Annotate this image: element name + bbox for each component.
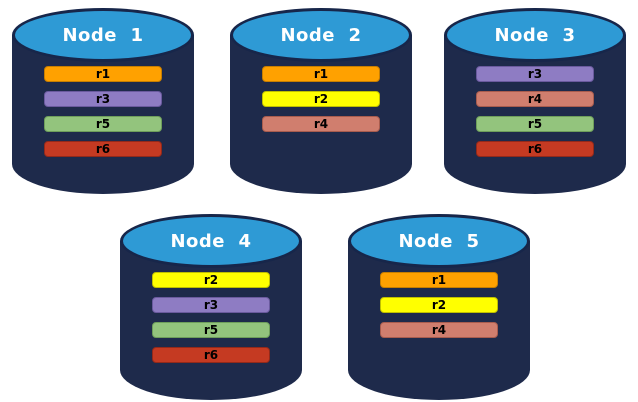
node-title: Node 2 — [280, 24, 362, 46]
replica-bar-r5: r5 — [44, 116, 162, 132]
node-title: Node 5 — [398, 230, 480, 252]
node-title: Node 1 — [62, 24, 144, 46]
db-node-5: Node 5 r1 r2 r4 — [348, 214, 530, 400]
replica-list: r1 r2 r4 — [230, 66, 412, 132]
replica-bar-r2: r2 — [380, 297, 498, 313]
cylinder-top-ellipse: Node 5 — [348, 214, 530, 268]
cylinder-top-ellipse: Node 1 — [12, 8, 194, 62]
db-node-1: Node 1 r1 r3 r5 r6 — [12, 8, 194, 194]
replica-bar-r2: r2 — [262, 91, 380, 107]
node-title: Node 3 — [494, 24, 576, 46]
cylinder-top-ellipse: Node 4 — [120, 214, 302, 268]
replica-bar-r3: r3 — [476, 66, 594, 82]
replica-bar-r4: r4 — [262, 116, 380, 132]
replica-bar-r4: r4 — [380, 322, 498, 338]
replica-bar-r3: r3 — [152, 297, 270, 313]
replica-bar-r5: r5 — [476, 116, 594, 132]
replica-list: r1 r2 r4 — [348, 272, 530, 338]
cylinder-top-ellipse: Node 2 — [230, 8, 412, 62]
replica-bar-r5: r5 — [152, 322, 270, 338]
replica-bar-r6: r6 — [476, 141, 594, 157]
replica-bar-r4: r4 — [476, 91, 594, 107]
replica-bar-r3: r3 — [44, 91, 162, 107]
replica-bar-r6: r6 — [152, 347, 270, 363]
replica-bar-r6: r6 — [44, 141, 162, 157]
db-node-4: Node 4 r2 r3 r5 r6 — [120, 214, 302, 400]
replica-bar-r1: r1 — [44, 66, 162, 82]
db-node-3: Node 3 r3 r4 r5 r6 — [444, 8, 626, 194]
replica-list: r1 r3 r5 r6 — [12, 66, 194, 157]
replica-list: r2 r3 r5 r6 — [120, 272, 302, 363]
replica-list: r3 r4 r5 r6 — [444, 66, 626, 157]
replica-bar-r1: r1 — [262, 66, 380, 82]
node-title: Node 4 — [170, 230, 252, 252]
replica-bar-r2: r2 — [152, 272, 270, 288]
replica-bar-r1: r1 — [380, 272, 498, 288]
db-node-2: Node 2 r1 r2 r4 — [230, 8, 412, 194]
cylinder-top-ellipse: Node 3 — [444, 8, 626, 62]
